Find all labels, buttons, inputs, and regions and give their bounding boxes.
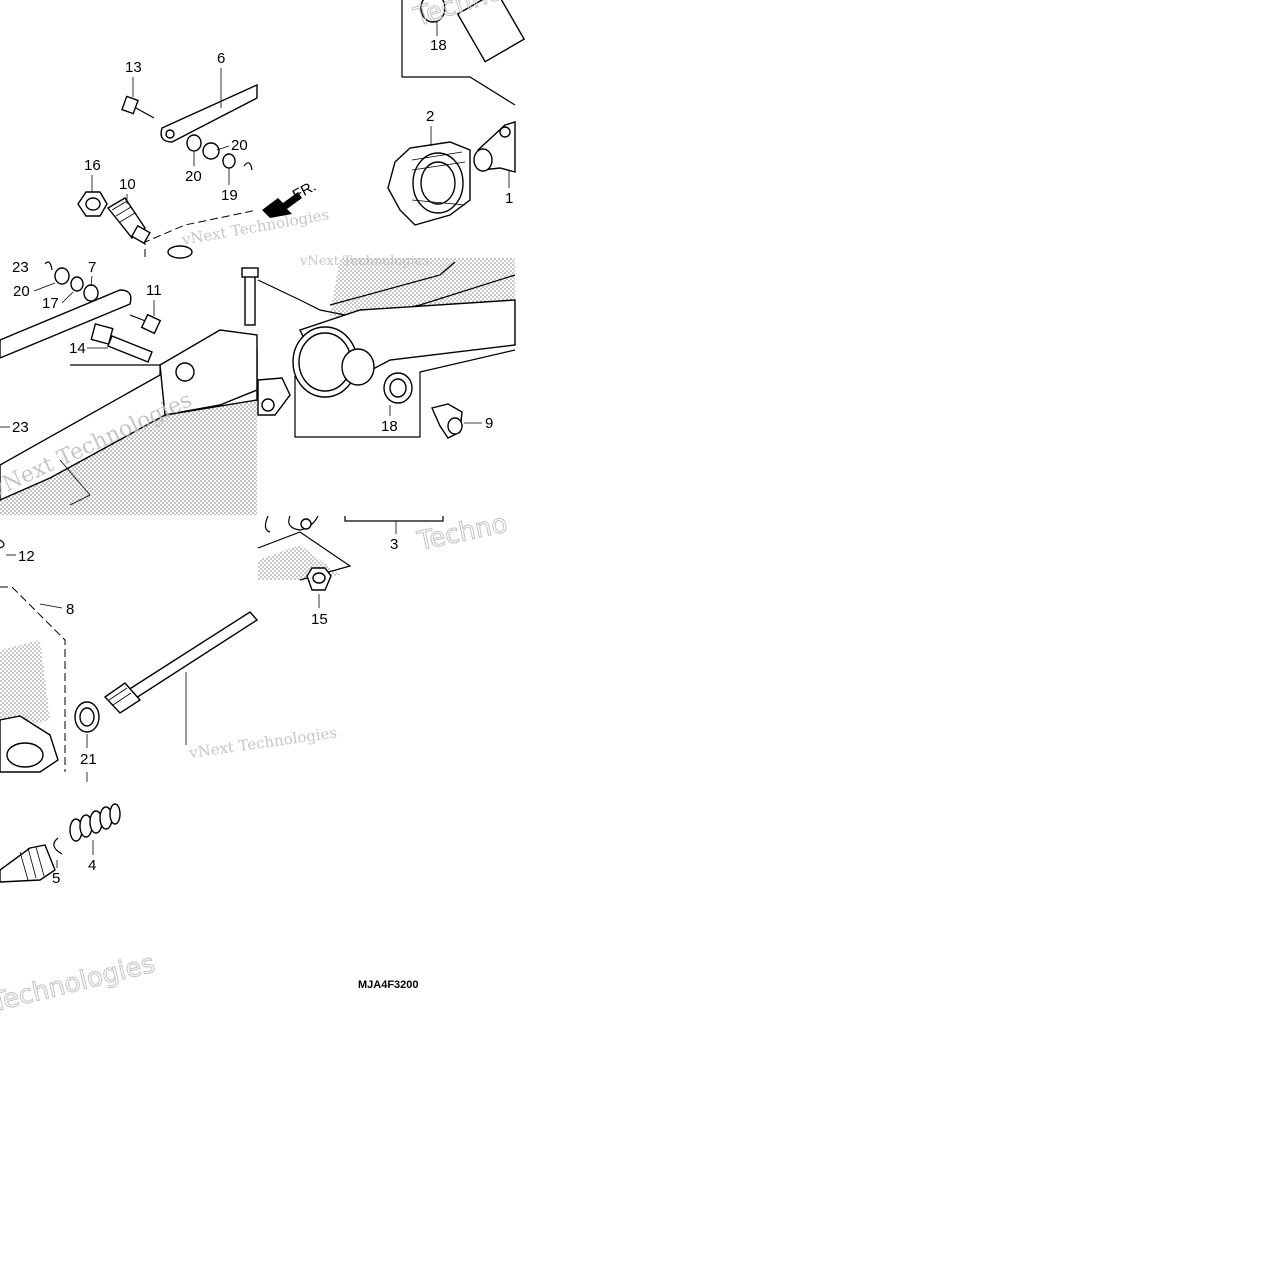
tile-final-drive-top: FR. 18 2 1 [262,0,526,226]
swingarm-body [0,329,258,506]
tile-torque-rod-top: vNext Technologies 13 6 20 20 19 16 10 [77,50,331,259]
callout-22: 20 [185,168,202,185]
callout-20-left: 20 [13,283,30,300]
washers-22-21 [186,134,253,171]
callout-18-center: 18 [381,418,398,435]
final-gear-case [0,715,59,773]
joint-yoke-center [257,377,291,416]
callout-8: 8 [66,601,74,618]
nut-15 [306,567,332,591]
plug-bolt-9 [431,403,463,439]
callout-12: 12 [18,548,35,565]
watermark-techno-right: Techno [414,509,510,557]
watermark-bottom: vNext Technologies [187,723,338,762]
callout-14: 14 [69,340,86,357]
center-bolt [241,267,259,326]
callout-9: 9 [485,415,493,432]
callout-13: 13 [125,59,142,76]
callout-23-top: 23 [12,259,29,276]
callout-17: 17 [42,295,59,312]
torque-link-7 [0,289,132,359]
front-arrow-icon [262,192,302,218]
swingarm-pipe-3 [292,299,516,398]
callout-5: 5 [52,870,60,887]
callout-20-top: 19 [221,187,238,204]
part-code: MJA4F3200 [358,979,419,991]
shaft-pipe-top [420,0,526,63]
callout-15: 15 [311,611,328,628]
watermark-center: vNext Technologies [299,254,429,269]
callout-2: 2 [426,108,434,125]
callout-6: 6 [217,50,225,67]
spring-4 [69,803,121,842]
callout-19: 21 [80,751,97,768]
callout-11: 11 [146,282,162,299]
oil-seal-19 [74,701,100,733]
bolt-13 [121,95,155,119]
callout-3: 3 [390,536,398,553]
nut-16 [77,191,108,217]
adjuster-10 [106,197,151,245]
callout-23-bottom: 23 [12,419,29,436]
adjuster-14 [90,323,153,363]
universal-joint-1 [473,121,516,173]
drive-shaft-8 [103,611,259,714]
callout-10: 10 [119,176,136,193]
callout-4: 4 [88,857,96,874]
torque-link-6 [160,83,258,143]
tile-spring-set: 5 4 Technologies MJA4F3200 [0,772,419,1019]
callout-21: 20 [231,137,248,154]
callout-7: 7 [88,259,96,276]
watermark-top-left: vNext Technologies [167,205,331,259]
spline-gear-5 [0,844,56,883]
svg-text:vNext Technologies: vNext Technologies [180,205,331,249]
tile-drive-shaft: vNext Technologies 8 21 12 [0,539,338,773]
watermark-bottom-left: Technologies [0,949,158,1019]
tile-swingarm-pivot: 18 9 vNext Technologies [241,254,516,439]
callout-18-top: 18 [430,37,447,54]
callout-16: 16 [84,157,101,174]
bolt-11 [129,313,162,335]
callout-1: 1 [505,190,513,207]
tile-swingarm-left: vNext Technologies 23 20 7 17 11 14 23 [0,259,258,515]
bearing-18 [383,372,413,404]
tile-pivot-nut: 3 15 Techno [257,508,511,628]
bearing-housing-2 [387,141,471,226]
